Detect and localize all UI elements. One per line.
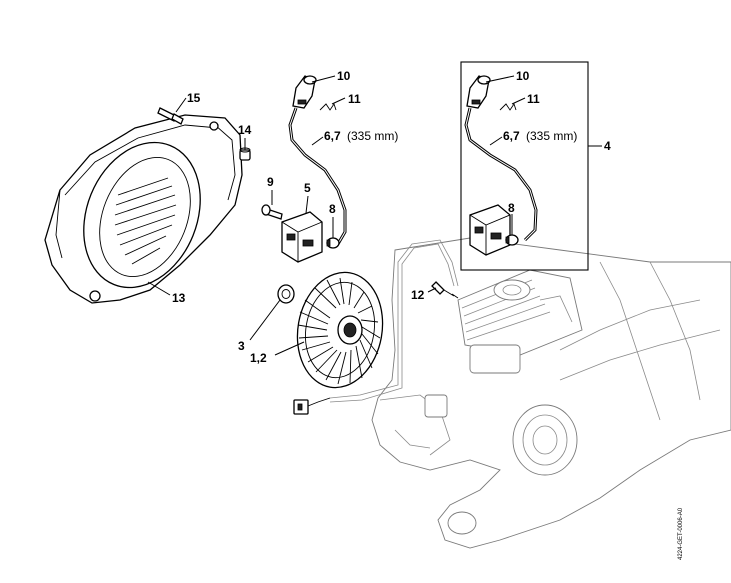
- label-10-left: 10: [337, 69, 351, 83]
- ignition-lead-left: [288, 107, 347, 245]
- fan-housing: [44, 114, 243, 304]
- label-5: 5: [304, 181, 311, 195]
- label-12: 12: [411, 288, 425, 302]
- label-67-left: 6,7: [324, 129, 341, 143]
- length-left: (335 mm): [347, 129, 398, 143]
- ignition-lead-right: [464, 107, 538, 242]
- short-circuit-wire: [293, 397, 331, 415]
- ignition-lead-routing: [329, 239, 459, 403]
- spring-11-left: [319, 102, 337, 111]
- label-3: 3: [238, 339, 245, 353]
- cylinder: [457, 269, 583, 374]
- flywheel: [296, 271, 384, 389]
- screw-9: [261, 204, 283, 220]
- label-8-right: 8: [508, 201, 515, 215]
- ignition-module-box: [469, 204, 511, 256]
- screw-15: [157, 107, 184, 125]
- label-1-2: 1,2: [250, 351, 267, 365]
- label-14: 14: [238, 123, 252, 137]
- screw-12: [431, 281, 459, 299]
- leader-lines: [147, 75, 602, 356]
- ignition-module: [281, 211, 323, 263]
- spring-11-right: [499, 102, 517, 111]
- spark-plug-boot-right: [466, 75, 491, 109]
- label-8-left: 8: [329, 202, 336, 216]
- label-11-left: 11: [348, 92, 361, 106]
- label-9: 9: [267, 175, 274, 189]
- label-15: 15: [187, 91, 201, 105]
- length-right: (335 mm): [526, 129, 577, 143]
- boot-8-left: [326, 237, 340, 249]
- nut-3: [277, 284, 295, 304]
- label-13: 13: [172, 291, 186, 305]
- part-labels: 15 14 13 10 11 6,7 (335 mm) 9 5 8 3 12 1…: [172, 69, 611, 365]
- document-code: 4224-GET-0006-A0: [678, 507, 684, 560]
- label-67-right: 6,7: [503, 129, 520, 143]
- boot-8-right: [505, 234, 519, 246]
- assembly-box-4: [460, 61, 589, 271]
- label-10-right: 10: [516, 69, 530, 83]
- label-11-right: 11: [527, 92, 540, 106]
- label-4: 4: [604, 139, 611, 153]
- spark-plug-boot-left: [292, 75, 317, 109]
- nut-14: [239, 147, 251, 161]
